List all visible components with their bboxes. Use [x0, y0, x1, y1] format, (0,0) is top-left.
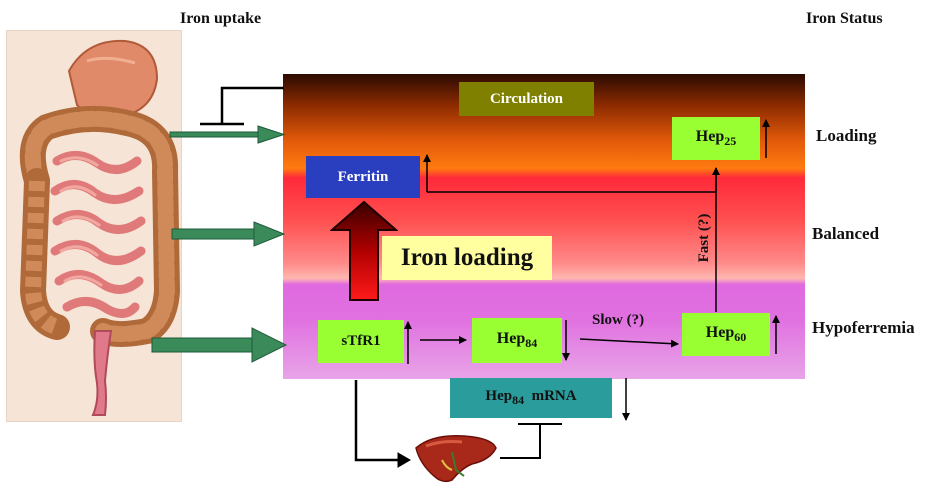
intestine-icon: [19, 39, 181, 416]
hep25-label: Hep25: [695, 127, 737, 149]
status-hypoferremia: Hypoferremia: [812, 318, 915, 337]
hep84-mrna-box: Hep84 mRNA: [450, 378, 612, 418]
iron-loading-label-box: Iron loading: [382, 236, 552, 280]
hep84-box: Hep84: [472, 318, 562, 363]
liver-icon: [415, 435, 497, 483]
ferritin-box: Ferritin: [306, 156, 420, 198]
slow-arrow: [579, 338, 679, 348]
green-arrow-hypoferremia: [151, 327, 288, 363]
panel-to-liver-arrow: [354, 380, 411, 468]
hep25-box: Hep25: [672, 117, 760, 160]
ferritin-to-hep25-arrow: [427, 167, 720, 193]
status-balanced: Balanced: [812, 224, 880, 243]
iron-uptake-heading: Iron uptake: [180, 10, 262, 27]
hep60-box: Hep60: [682, 313, 770, 356]
stfr1-label: sTfR1: [341, 333, 381, 349]
liver-illustration: [412, 430, 500, 488]
fast-label: Fast (?): [696, 213, 712, 263]
hep84-label: Hep84: [496, 329, 538, 351]
inhibition-to-uptake: [200, 86, 284, 126]
hep84-mrna-label: Hep84 mRNA: [485, 388, 577, 407]
circulation-box: Circulation: [459, 82, 594, 116]
slow-label: Slow (?): [592, 312, 645, 328]
green-arrow-loading: [169, 125, 286, 144]
circulation-label: Circulation: [489, 90, 564, 107]
status-loading: Loading: [816, 126, 877, 145]
iron-status-heading: Iron Status: [806, 10, 883, 27]
hep60-label: Hep60: [705, 323, 747, 345]
ferritin-label: Ferritin: [337, 168, 389, 185]
iron-loading-arrow: [330, 200, 398, 304]
stfr1-box: sTfR1: [318, 320, 404, 363]
liver-to-mrna-inhibition: [500, 423, 562, 459]
green-arrow-balanced: [171, 221, 286, 247]
intestine-illustration: [6, 30, 182, 422]
iron-loading-label: Iron loading: [400, 244, 534, 271]
